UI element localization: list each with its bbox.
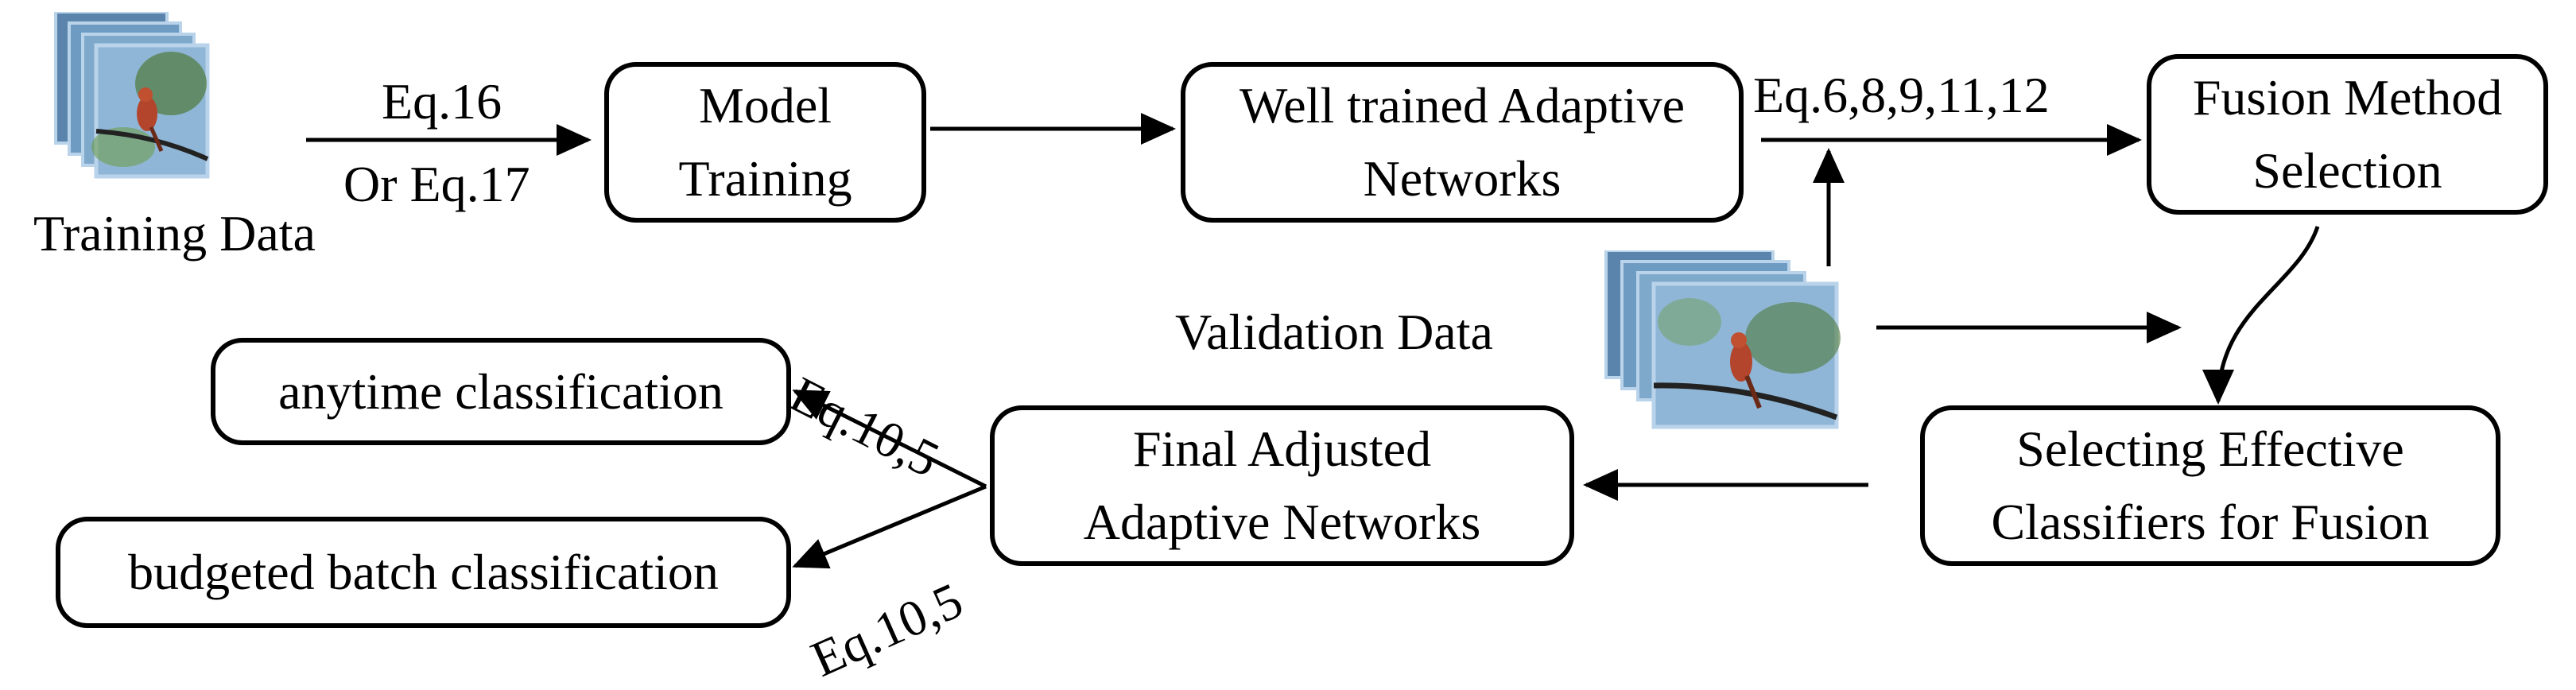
final-adjusted-line1: Final Adjusted [1132,421,1432,477]
budgeted-batch-box: budgeted batch classification [56,517,791,628]
final-adjusted-box: Final Adjusted Adaptive Networks [990,405,1574,566]
eq-list-label: Eq.6,8,9,11,12 [1753,67,2050,123]
fusion-method-box: Fusion Method Selection [2147,54,2548,215]
arrow-final-to-anytime [792,389,987,489]
training-image-stack [52,10,211,187]
fusion-method-line2: Selection [2252,142,2442,199]
or-eq17-label: Or Eq.17 [343,156,530,212]
budgeted-batch-label: budgeted batch classification [128,544,719,600]
fusion-method-line1: Fusion Method [2192,69,2503,126]
well-trained-line2: Networks [1363,150,1562,207]
anytime-classification-label: anytime classification [278,362,724,420]
bird-image-stack-icon [54,10,210,179]
arrow-fusion-to-selecting [2202,226,2320,405]
validation-image-stack [1602,249,1841,433]
anytime-classification-box: anytime classification [211,338,791,445]
well-trained-line1: Well trained Adaptive [1240,77,1685,134]
final-adjusted-line2: Adaptive Networks [1083,494,1481,550]
well-trained-box: Well trained Adaptive Networks [1181,62,1744,223]
bird-image-stack-icon [1604,249,1841,429]
training-data-label: Training Data [33,205,316,262]
selecting-effective-box: Selecting Effective Classifiers for Fusi… [1920,405,2500,566]
selecting-effective-line1: Selecting Effective [2016,421,2404,477]
arrow-final-to-budgeted [792,484,987,569]
model-training-line1: Model [698,77,832,134]
model-training-line2: Training [678,150,852,207]
model-training-box: Model Training [604,62,926,223]
selecting-effective-line2: Classifiers for Fusion [1991,494,2430,550]
validation-data-label: Validation Data [1175,304,1493,360]
eq16-label: Eq.16 [382,73,502,130]
